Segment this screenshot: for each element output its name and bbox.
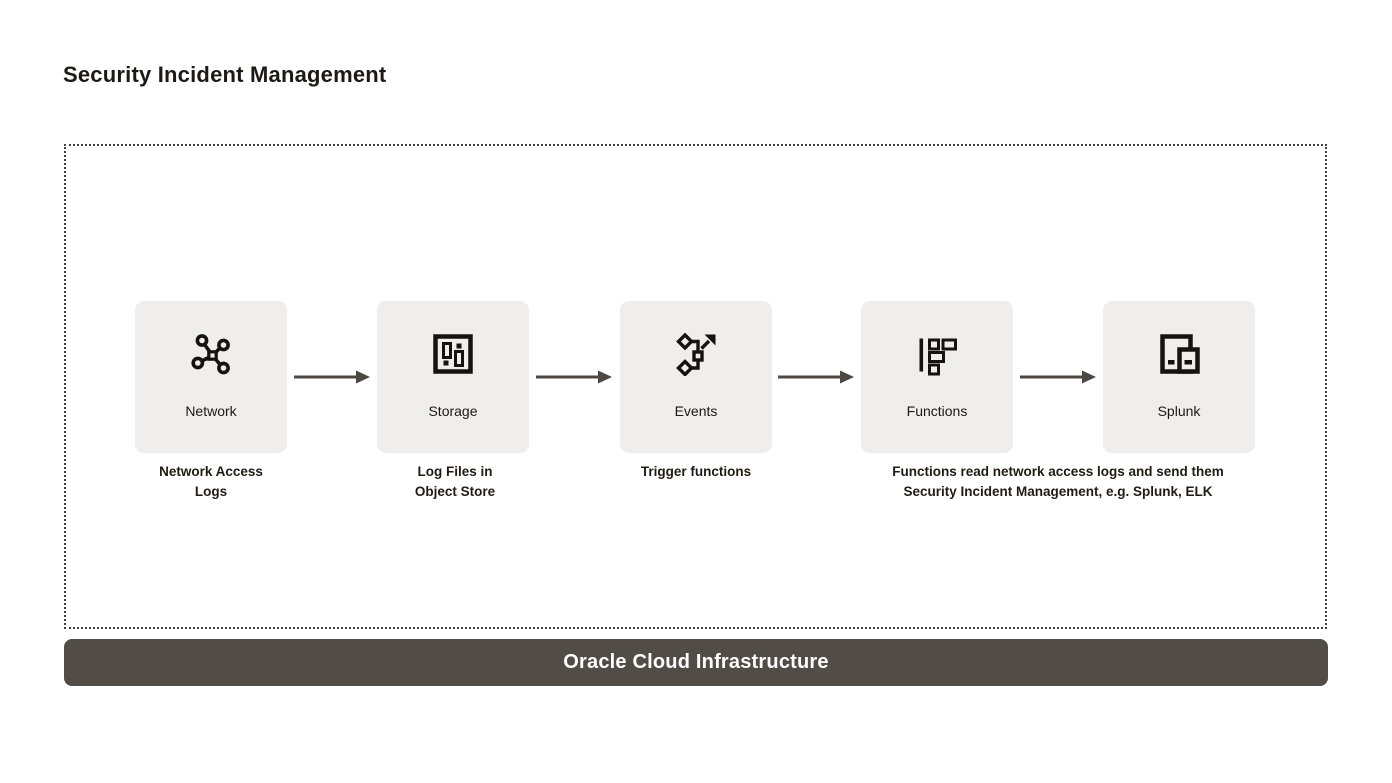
arrow-events-to-functions — [778, 369, 854, 385]
oci-banner: Oracle Cloud Infrastructure — [64, 639, 1328, 686]
oci-banner-label: Oracle Cloud Infrastructure — [563, 651, 829, 673]
arrow-network-to-storage — [294, 369, 370, 385]
arrow-functions-to-splunk — [1020, 369, 1096, 385]
node-label-events: Events — [674, 403, 718, 419]
caption-trigger-functions: Trigger functions — [640, 464, 752, 479]
node-splunk: Splunk — [1103, 301, 1255, 453]
node-network: Network — [135, 301, 287, 453]
node-storage: Storage — [377, 301, 529, 453]
node-label-functions: Functions — [906, 403, 968, 419]
storage-icon — [431, 332, 475, 376]
splunk-icon — [1157, 332, 1201, 376]
network-icon — [189, 332, 233, 376]
page-title: Security Incident Management — [63, 62, 387, 87]
node-label-storage: Storage — [428, 403, 478, 419]
node-label-splunk: Splunk — [1157, 403, 1201, 419]
functions-icon — [915, 332, 959, 376]
node-label-network: Network — [185, 403, 237, 419]
arrow-storage-to-events — [536, 369, 612, 385]
events-icon — [674, 332, 718, 377]
node-events: Events — [620, 301, 772, 453]
caption-functions-read-logs: Functions read network access logs and s… — [892, 464, 1224, 499]
node-functions: Functions — [861, 301, 1013, 453]
caption-log-files-object-store: Log Files in Object Store — [414, 464, 496, 499]
caption-network-access-logs: Network Access Logs — [159, 464, 263, 499]
